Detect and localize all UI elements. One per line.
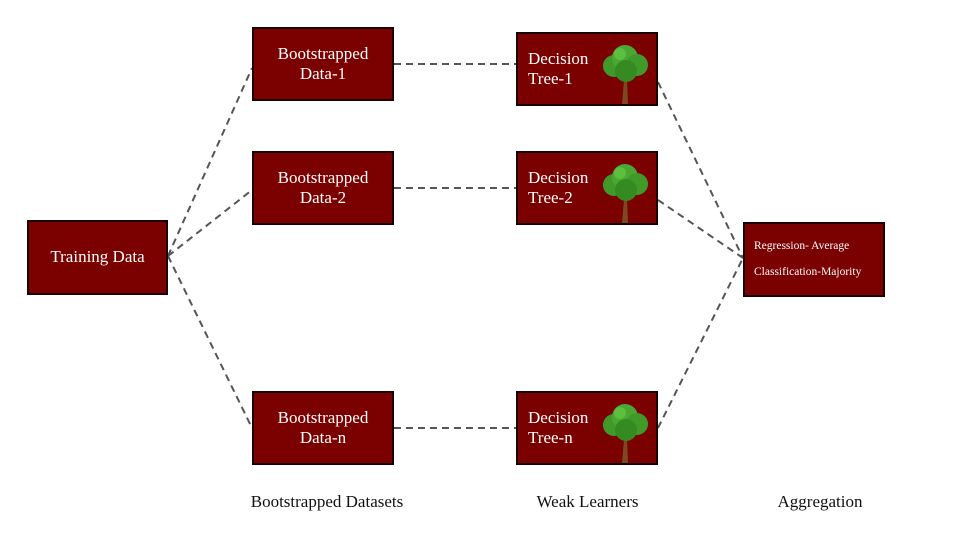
bootstrapped-data-n-line2: Data-n: [299, 428, 347, 447]
decision-tree-2-line1: Decision: [528, 167, 589, 187]
connector-treen-agg: [657, 257, 744, 429]
decision-tree-n-box: Decision Tree-n: [516, 391, 658, 465]
tree-icon: [603, 404, 648, 463]
bootstrapped-data-1-line2: Data-1: [299, 64, 347, 83]
bootstrapped-data-2-line1: Bootstrapped: [277, 167, 369, 187]
connector-tree2-agg: [657, 199, 744, 259]
column-label-bootstrapped-datasets: Bootstrapped Datasets: [250, 492, 404, 511]
decision-tree-n-line2: Tree-n: [528, 428, 573, 447]
connector-training-boot2: [167, 189, 253, 257]
column-label-aggregation: Aggregation: [777, 492, 863, 511]
connector-training-bootn: [167, 255, 253, 429]
bootstrapped-data-1-box: Bootstrapped Data-1: [252, 27, 394, 101]
bootstrapped-data-2-line2: Data-2: [299, 188, 347, 207]
aggregation-classification-text: Classification-Majority: [754, 265, 862, 278]
aggregation-regression-text: Regression- Average: [754, 239, 850, 252]
aggregation-box: Regression- Average Classification-Major…: [743, 222, 885, 297]
column-label-weak-learners: Weak Learners: [536, 492, 639, 511]
training-data-box: Training Data: [27, 220, 168, 295]
bootstrapped-data-1-line1: Bootstrapped: [277, 43, 369, 63]
decision-tree-1-box: Decision Tree-1: [516, 32, 658, 106]
decision-tree-1-line1: Decision: [528, 48, 589, 68]
decision-tree-n-line1: Decision: [528, 407, 589, 427]
tree-icon: [603, 45, 648, 104]
bootstrapped-data-n-box: Bootstrapped Data-n: [252, 391, 394, 465]
connector-training-boot1: [167, 67, 253, 257]
decision-tree-2-box: Decision Tree-2: [516, 151, 658, 225]
bootstrapped-data-n-line1: Bootstrapped: [277, 407, 369, 427]
tree-icon: [603, 164, 648, 223]
training-data-label: Training Data: [50, 247, 145, 267]
connector-tree1-agg: [657, 81, 744, 259]
bootstrapped-data-2-box: Bootstrapped Data-2: [252, 151, 394, 225]
decision-tree-2-line2: Tree-2: [528, 188, 573, 207]
decision-tree-1-line2: Tree-1: [528, 69, 573, 88]
